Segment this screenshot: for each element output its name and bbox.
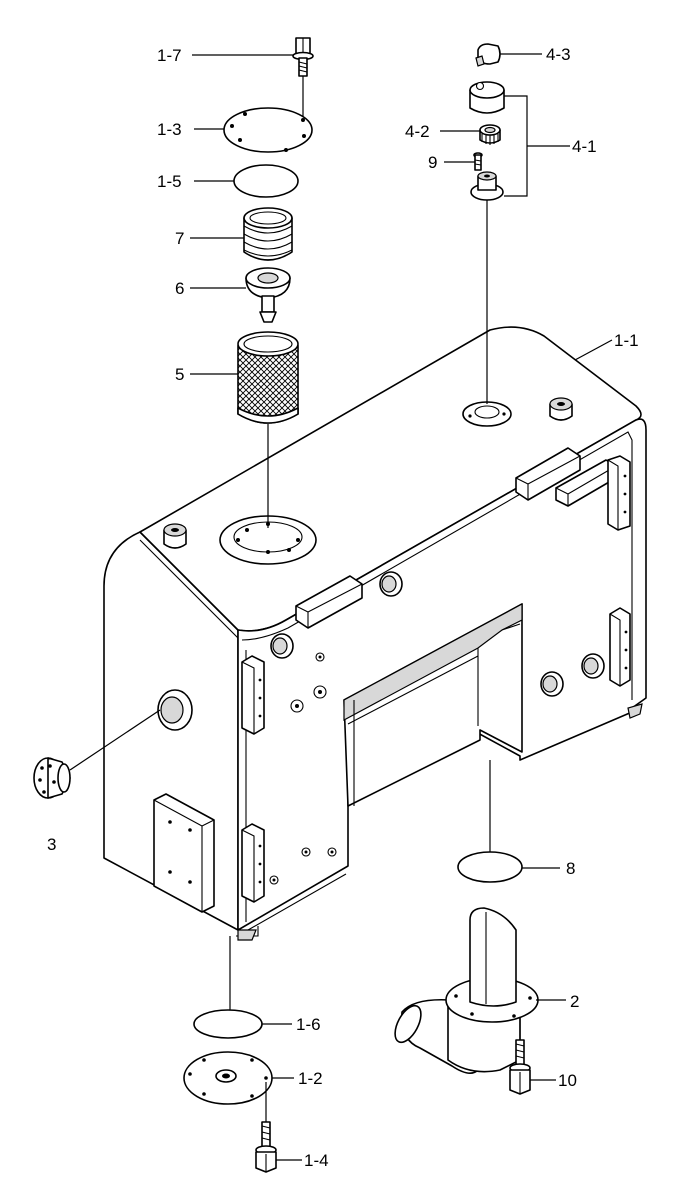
label-1-4: 1-4 [304, 1151, 329, 1170]
label-2: 2 [570, 992, 579, 1011]
label-4-2: 4-2 [405, 122, 430, 141]
tank-side-port [157, 689, 193, 731]
tank-side-cover-plate [153, 793, 215, 913]
part-2-suction-pipe [394, 907, 539, 1074]
part-9-screw [473, 152, 483, 171]
tank-filter-port [219, 515, 317, 565]
label-10: 10 [558, 1071, 577, 1090]
label-4-3: 4-3 [546, 45, 571, 64]
part-4-1-base [470, 171, 504, 201]
tank-top-boss-left [163, 523, 187, 549]
label-1-2: 1-2 [298, 1069, 323, 1088]
part-10-bolt [509, 1039, 531, 1095]
tank-breather-port [462, 401, 512, 427]
part-7-spring [243, 207, 293, 261]
label-1-5: 1-5 [157, 172, 182, 191]
label-3: 3 [47, 835, 56, 854]
leader-lines [190, 53, 613, 1161]
part-3-plug [33, 757, 71, 799]
label-1-6: 1-6 [296, 1015, 321, 1034]
label-1-7: 1-7 [157, 46, 182, 65]
tank-top-boss-right [549, 397, 573, 421]
label-7: 7 [175, 229, 184, 248]
part-1-4-bolt [255, 1121, 277, 1173]
part-1-2-cover [183, 1051, 273, 1105]
part-1-5-gasket [233, 164, 299, 198]
part-4-3-cap [475, 43, 501, 67]
part-1-6-gasket [193, 1009, 263, 1039]
label-8: 8 [566, 859, 575, 878]
part-4-1-breather-assembly [469, 81, 505, 114]
label-9: 9 [428, 153, 437, 172]
part-8-gasket [457, 851, 523, 883]
part-6-valve [245, 267, 291, 323]
part-4-2-element [479, 124, 501, 145]
part-1-7-bolt [292, 37, 314, 77]
label-6: 6 [175, 279, 184, 298]
label-1-3: 1-3 [157, 120, 182, 139]
label-4-1: 4-1 [572, 137, 597, 156]
part-1-3-cover [223, 107, 313, 153]
mounting-brackets [241, 447, 631, 903]
label-5: 5 [175, 365, 184, 384]
label-1-1: 1-1 [614, 331, 639, 350]
tank-front-ports [269, 571, 605, 885]
part-5-strainer [237, 331, 299, 424]
